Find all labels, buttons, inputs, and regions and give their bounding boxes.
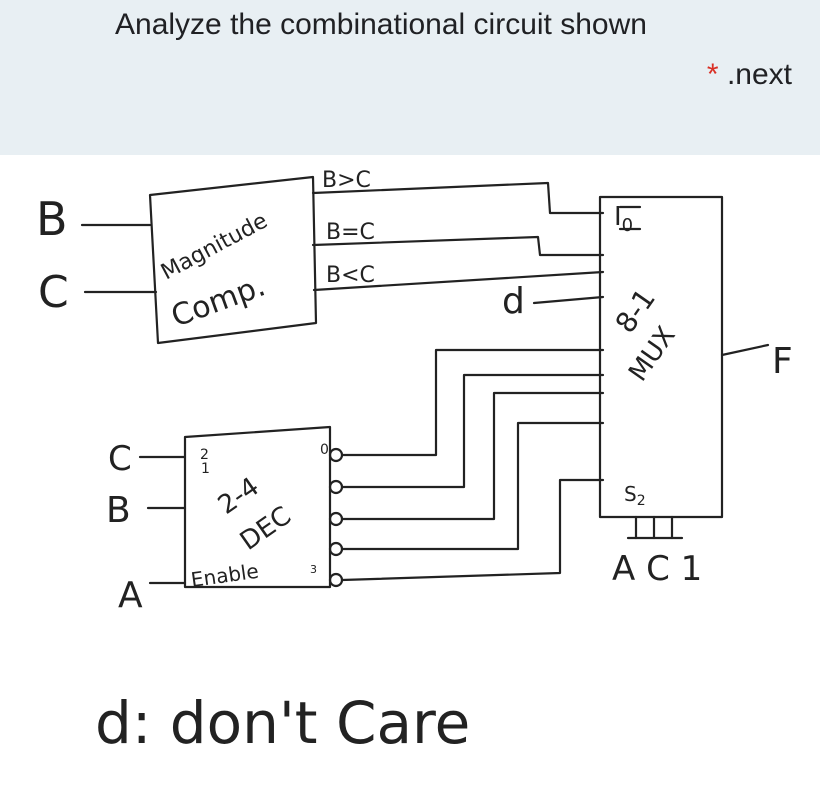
out-eq-label: B=C (326, 220, 375, 245)
dec-in-c: C (108, 439, 132, 479)
decoder-block (183, 425, 332, 589)
dec-sel-1: 1 (201, 461, 210, 477)
wire-f-out (720, 343, 770, 357)
dec-in-b: B (106, 490, 131, 531)
dec-bubble-3 (328, 541, 344, 557)
out-gt-label: B>C (322, 168, 371, 193)
dont-care-note: d: don't Care (95, 689, 470, 757)
dec-out-0: 0 (320, 442, 329, 458)
comparator-block (148, 175, 318, 345)
wire-dec-3 (340, 421, 605, 551)
question-text: Analyze the combinational circuit shown (115, 8, 647, 41)
mux-s2-label: S2 (624, 482, 646, 509)
dec-sel-2: 2 (200, 447, 209, 463)
wire-dec-0 (340, 348, 605, 457)
wire-dec-2 (340, 391, 605, 521)
dec-bubble-4 (328, 572, 344, 588)
required-star: * (706, 58, 719, 91)
output-f-label: F (772, 341, 793, 382)
dec-label-2-4: 2-4 (213, 472, 265, 521)
dec-bubble-2 (328, 511, 344, 527)
wire-lt (312, 270, 605, 292)
wire-d (532, 295, 605, 305)
dec-bubble-0 (328, 447, 344, 463)
wire-eq (311, 235, 605, 257)
mux-select-labels: A C 1 (612, 549, 702, 589)
dec-in-a: A (118, 575, 143, 616)
wire-dec-1 (340, 373, 605, 489)
mux-i0-label: I0 (614, 202, 633, 236)
comp-label-comp: Comp. (167, 268, 270, 334)
circuit-diagram: B C Magnitude Comp. B>C B=C B<C d I0 8-1… (36, 168, 793, 757)
dec-out-3: 3 (310, 563, 317, 576)
wire-dec-4 (340, 478, 605, 582)
out-lt-label: B<C (326, 263, 375, 288)
mux-block (598, 195, 724, 519)
dec-bubble-1 (328, 479, 344, 495)
label-b: B (36, 192, 68, 246)
required-text: .next (726, 58, 792, 91)
label-c: C (38, 267, 69, 318)
question-header: Analyze the combinational circuit shown … (0, 0, 820, 155)
d-input-label: d (502, 281, 525, 322)
wire-gt (311, 181, 605, 215)
required-label: * .next (707, 58, 792, 92)
